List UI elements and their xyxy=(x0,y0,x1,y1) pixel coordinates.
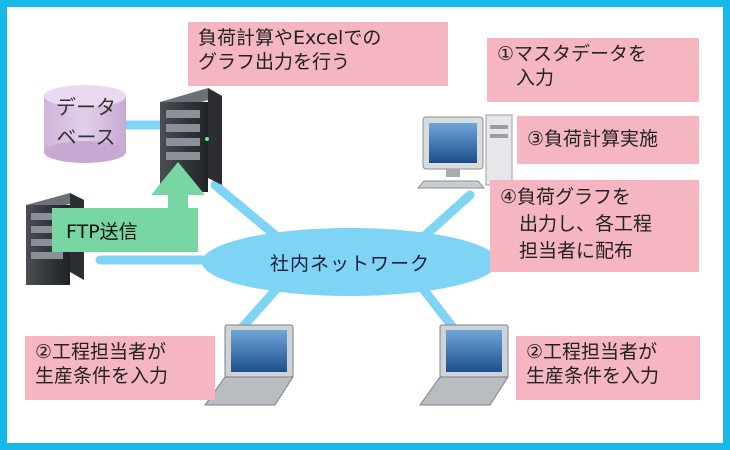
link-server-top xyxy=(210,180,280,240)
step4-note: ④負荷グラフを 出力し、各工程 担当者に配布 xyxy=(490,180,699,272)
database-cylinder-icon xyxy=(44,85,126,163)
laptop-icon xyxy=(204,324,294,406)
step2-left-note: ②工程担当者が 生産条件を入力 xyxy=(25,336,215,400)
step1-note: ①マスタデータを 入力 xyxy=(487,38,699,102)
database-label: データ ベース xyxy=(56,95,116,149)
link-pc xyxy=(415,190,475,245)
link-laptop-left xyxy=(235,280,285,335)
laptop-icon xyxy=(419,324,509,406)
desktop-pc-icon xyxy=(416,114,513,189)
step3-note: ③負荷計算実施 xyxy=(517,116,699,164)
network-label: 社内ネットワーク xyxy=(269,253,430,275)
ftp-arrow-icon xyxy=(52,162,205,252)
network-cloud xyxy=(202,228,498,296)
ftp-label: FTP送信 xyxy=(66,221,138,243)
step2-right-note: ②工程担当者が 生産条件を入力 xyxy=(516,336,700,400)
link-laptop-right xyxy=(415,280,460,335)
server-note: 負荷計算やExcelでの グラフ出力を行う xyxy=(188,22,448,86)
